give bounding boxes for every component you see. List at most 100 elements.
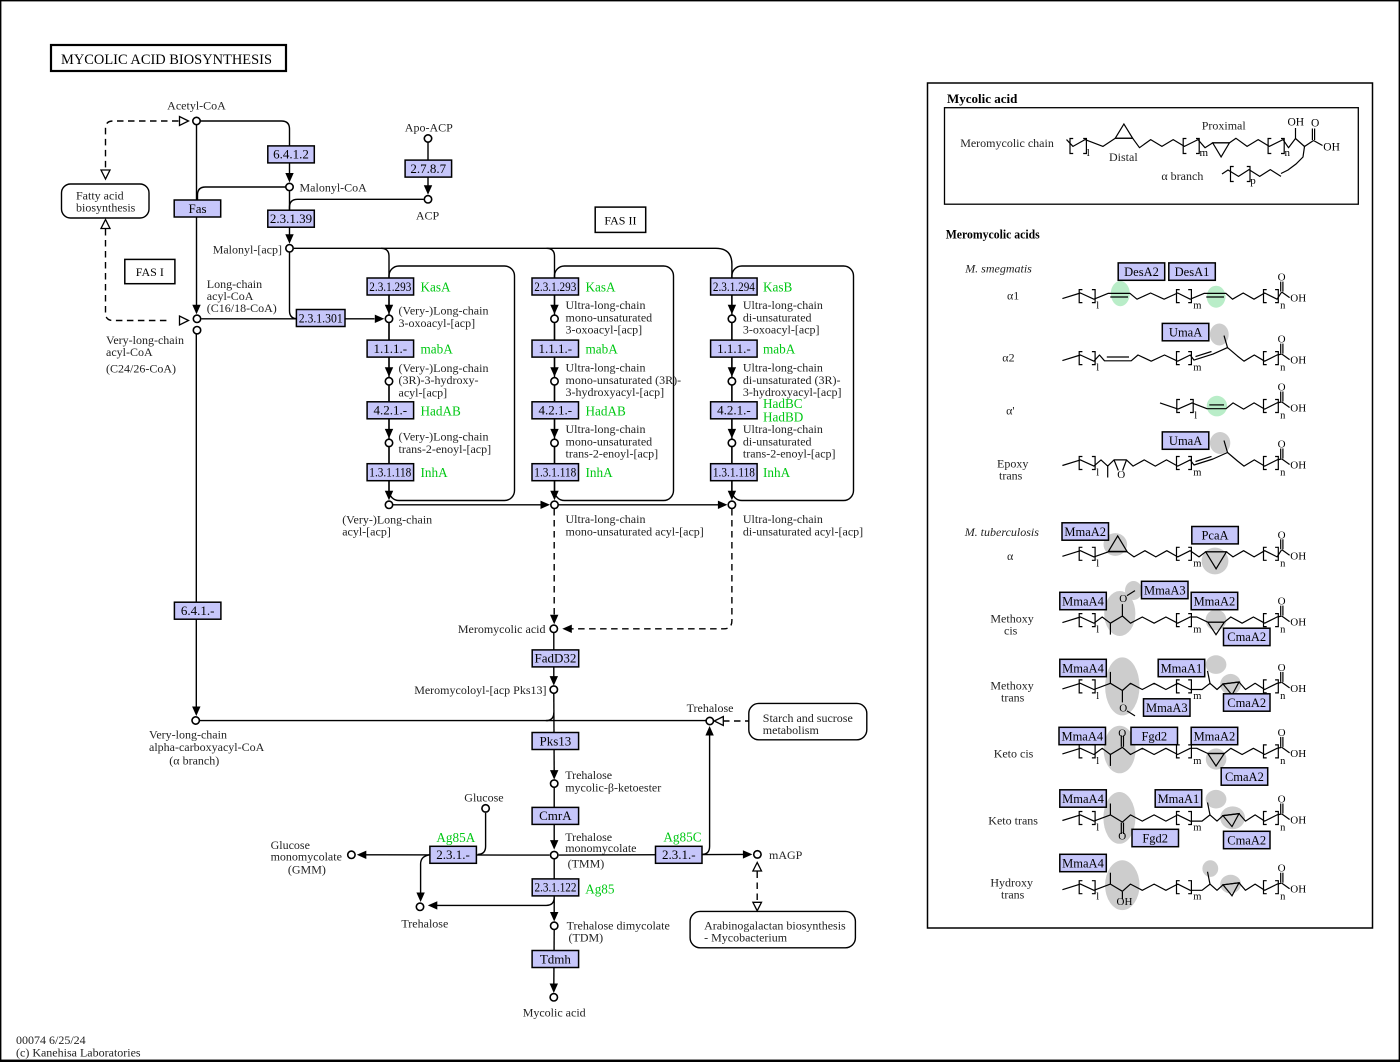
svg-text:mabA: mabA [421, 342, 454, 357]
svg-text:n: n [1280, 411, 1286, 422]
svg-text:(Very-)Long-chain: (Very-)Long-chain [342, 512, 432, 526]
svg-text:OH: OH [1117, 896, 1133, 908]
svg-text:trans-2-enoyl-[acp]: trans-2-enoyl-[acp] [743, 447, 836, 461]
svg-text:Ag85C: Ag85C [663, 830, 701, 845]
svg-text:(α branch): (α branch) [169, 754, 219, 768]
svg-text:trans-2-enoyl-[acp]: trans-2-enoyl-[acp] [566, 447, 659, 461]
svg-text:acyl-CoA: acyl-CoA [106, 345, 153, 359]
svg-text:3-oxoacyl-[acp]: 3-oxoacyl-[acp] [399, 316, 476, 330]
svg-text:(GMM): (GMM) [288, 863, 326, 877]
svg-text:Trehalose: Trehalose [565, 830, 612, 844]
svg-text:mono-unsaturated (3R)-: mono-unsaturated (3R)- [566, 373, 682, 387]
svg-text:biosynthesis: biosynthesis [76, 201, 136, 215]
svg-text:O: O [1278, 439, 1286, 451]
svg-text:n: n [1280, 468, 1286, 479]
svg-text:KasA: KasA [586, 280, 617, 295]
svg-text:Epoxy: Epoxy [997, 457, 1028, 471]
svg-text:di-unsaturated: di-unsaturated [743, 310, 812, 324]
svg-text:OH: OH [1290, 884, 1306, 896]
svg-text:FAS I: FAS I [136, 265, 164, 279]
svg-text:trans: trans [1001, 888, 1025, 902]
svg-text:di-unsaturated (3R)-: di-unsaturated (3R)- [743, 373, 841, 387]
svg-text:Distal: Distal [1109, 150, 1138, 164]
svg-text:(Very-)Long-chain: (Very-)Long-chain [399, 430, 489, 444]
svg-text:n: n [1280, 691, 1286, 702]
svg-text:O: O [1118, 727, 1126, 739]
svg-text:00074 6/25/24: 00074 6/25/24 [16, 1033, 86, 1047]
svg-text:4.2.1.-: 4.2.1.- [374, 403, 408, 418]
svg-text:l: l [1096, 823, 1099, 834]
svg-text:O: O [1119, 593, 1127, 605]
svg-text:2.3.1.-: 2.3.1.- [662, 847, 696, 862]
svg-text:1.3.1.118: 1.3.1.118 [713, 465, 755, 480]
svg-text:m: m [1193, 892, 1201, 903]
svg-text:mabA: mabA [763, 342, 796, 357]
svg-text:Ultra-long-chain: Ultra-long-chain [566, 422, 646, 436]
svg-text:1.1.1.-: 1.1.1.- [539, 341, 573, 356]
svg-text:n: n [1280, 823, 1286, 834]
svg-text:m: m [1193, 625, 1201, 636]
svg-text:(C24/26-CoA): (C24/26-CoA) [106, 362, 176, 376]
svg-text:O: O [1119, 702, 1127, 714]
svg-text:Meromycolic chain: Meromycolic chain [960, 136, 1054, 150]
svg-text:3-hydroxyacyl-[acp]: 3-hydroxyacyl-[acp] [743, 385, 842, 399]
svg-text:Ultra-long-chain: Ultra-long-chain [566, 361, 646, 375]
svg-text:HadAB: HadAB [586, 404, 626, 419]
svg-text:Apo-ACP: Apo-ACP [405, 121, 453, 135]
svg-text:Pks13: Pks13 [540, 733, 572, 748]
svg-text:MYCOLIC ACID BIOSYNTHESIS: MYCOLIC ACID BIOSYNTHESIS [61, 52, 272, 68]
svg-text:trans-2-enoyl-[acp]: trans-2-enoyl-[acp] [399, 442, 492, 456]
svg-text:mycolic-β-ketoester: mycolic-β-ketoester [565, 780, 661, 794]
svg-text:OH: OH [1290, 460, 1306, 472]
svg-text:Long-chain: Long-chain [207, 277, 262, 291]
svg-text:m: m [1193, 691, 1201, 702]
svg-text:acyl-[acp]: acyl-[acp] [399, 385, 448, 399]
svg-text:Glucose: Glucose [271, 838, 310, 852]
svg-text:m: m [1193, 558, 1201, 569]
svg-text:HadBD: HadBD [763, 410, 803, 425]
svg-text:(c) Kanehisa Laboratories: (c) Kanehisa Laboratories [16, 1046, 141, 1060]
svg-text:2.7.8.7: 2.7.8.7 [410, 161, 446, 176]
svg-text:MmaA4: MmaA4 [1062, 594, 1104, 608]
svg-text:n: n [1280, 892, 1286, 903]
svg-text:MmaA4: MmaA4 [1062, 661, 1104, 675]
svg-text:n: n [1280, 756, 1286, 767]
svg-text:α2: α2 [1002, 351, 1014, 365]
svg-text:O: O [1278, 334, 1286, 346]
svg-text:metabolism: metabolism [763, 723, 820, 737]
svg-text:n: n [1280, 363, 1286, 374]
svg-text:KasB: KasB [763, 280, 793, 295]
svg-text:α branch: α branch [1161, 169, 1203, 183]
svg-text:Hydroxy: Hydroxy [990, 876, 1033, 890]
svg-text:PcaA: PcaA [1201, 529, 1228, 543]
svg-text:UmaA: UmaA [1169, 325, 1202, 339]
svg-text:Trehalose: Trehalose [687, 701, 734, 715]
svg-text:Mycolic acid: Mycolic acid [947, 91, 1018, 106]
svg-text:2.3.1.39: 2.3.1.39 [270, 211, 312, 226]
svg-text:Ultra-long-chain: Ultra-long-chain [743, 512, 823, 526]
svg-text:CmrA: CmrA [539, 808, 572, 823]
svg-text:Fas: Fas [188, 201, 206, 216]
svg-text:2.3.1.-: 2.3.1.- [436, 847, 470, 862]
svg-text:O: O [1278, 529, 1286, 541]
svg-text:acyl-CoA: acyl-CoA [207, 289, 254, 303]
svg-text:l: l [1096, 625, 1099, 636]
svg-text:Methoxy: Methoxy [990, 612, 1033, 626]
svg-text:ACP: ACP [416, 209, 440, 223]
svg-text:O: O [1278, 794, 1286, 806]
svg-text:n: n [1280, 558, 1286, 569]
svg-text:Proximal: Proximal [1202, 119, 1247, 133]
svg-text:l: l [1096, 558, 1099, 569]
svg-text:Trehalose dimycolate: Trehalose dimycolate [567, 919, 670, 933]
svg-text:O: O [1278, 863, 1286, 875]
svg-text:m: m [1193, 823, 1201, 834]
svg-text:(3R)-3-hydroxy-: (3R)-3-hydroxy- [399, 373, 479, 387]
svg-text:MmaA2: MmaA2 [1064, 525, 1106, 539]
svg-text:HadAB: HadAB [421, 404, 461, 419]
svg-text:DesA2: DesA2 [1124, 265, 1159, 279]
svg-text:Trehalose: Trehalose [401, 916, 448, 930]
svg-text:α': α' [1006, 404, 1014, 418]
svg-text:MmaA2: MmaA2 [1194, 594, 1236, 608]
svg-text:1.3.1.118: 1.3.1.118 [534, 465, 576, 480]
svg-text:MmaA4: MmaA4 [1061, 729, 1103, 743]
